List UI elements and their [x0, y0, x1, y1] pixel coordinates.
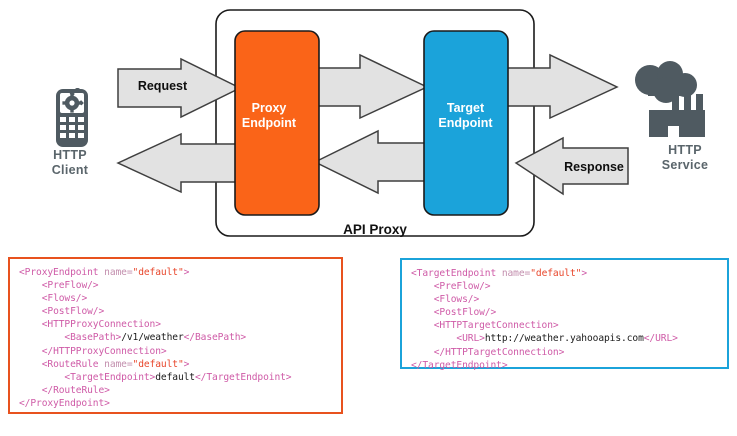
code-token-tag: </HTTPProxyConnection> [41, 345, 167, 357]
code-line: <ProxyEndpoint name="default"> [19, 266, 333, 279]
http-service-label: HTTP Service [640, 143, 730, 173]
code-token-tag: <Flows/> [433, 294, 480, 306]
mobile-phone-gear-icon [56, 88, 88, 147]
code-line: <HTTPProxyConnection> [19, 318, 333, 331]
code-token-tag: <HTTPProxyConnection> [41, 319, 161, 331]
code-line: </TargetEndpoint> [411, 359, 719, 372]
code-line: <TargetEndpoint>default</TargetEndpoint> [19, 371, 333, 384]
code-line: <RouteRule name="default"> [19, 358, 333, 371]
code-line: <PreFlow/> [411, 280, 719, 293]
code-token-tag: <PreFlow/> [433, 281, 491, 293]
code-token-tag: <PostFlow/> [41, 306, 105, 318]
code-token-val: "default" [132, 267, 184, 278]
proxy-endpoint-box[interactable] [234, 30, 320, 216]
code-line: <Flows/> [19, 292, 333, 305]
code-token-tag: > [183, 358, 190, 370]
code-token-tag: </TargetEndpoint> [194, 371, 292, 383]
code-token-attr: name= [104, 358, 133, 370]
code-line: <PreFlow/> [19, 279, 333, 292]
service-request-arrow [504, 53, 619, 120]
code-token-tag: </BasePath> [183, 332, 247, 344]
code-token-tag: <TargetEndpoint [411, 268, 502, 279]
code-token-tag: </HTTPTargetConnection> [433, 346, 565, 358]
code-token-tag: <HTTPTargetConnection> [433, 320, 559, 332]
code-line: <HTTPTargetConnection> [411, 319, 719, 332]
cloud-factory-icon [635, 61, 705, 137]
response-arrow-label: Response [564, 160, 624, 174]
http-client-label-line2: Client [51, 163, 89, 177]
code-token-attr: name= [501, 268, 531, 279]
code-token-txt: http://weather.yahooapis.com [484, 333, 644, 345]
code-token-attr: name= [104, 267, 133, 278]
proxy-endpoint-code-block: <ProxyEndpoint name="default"> <PreFlow/… [8, 257, 343, 414]
code-token-tag: </URL> [643, 333, 678, 345]
code-token-tag: <TargetEndpoint> [64, 371, 156, 383]
code-token-tag: </ProxyEndpoint> [19, 397, 110, 409]
code-line: </ProxyEndpoint> [19, 397, 333, 410]
code-token-tag: <URL> [456, 333, 485, 345]
code-line: </RouteRule> [19, 384, 333, 397]
code-line: <TargetEndpoint name="default"> [411, 267, 719, 280]
target-endpoint-caption: Target Endpoint [427, 101, 504, 131]
code-token-txt: /v1/weather [121, 332, 184, 344]
code-line: <Flows/> [411, 293, 719, 306]
request-arrow-label: Request [137, 79, 188, 93]
code-token-tag: </TargetEndpoint> [411, 359, 508, 371]
code-token-tag: <PreFlow/> [41, 280, 99, 292]
code-line: </HTTPProxyConnection> [19, 345, 333, 358]
code-token-val: "default" [530, 268, 582, 279]
api-proxy-label: API Proxy [343, 222, 407, 237]
response-arrow [514, 136, 629, 196]
code-token-tag: <Flows/> [41, 293, 88, 305]
cloud-shape [635, 61, 697, 103]
factory-shape [649, 90, 705, 137]
code-token-tag: <ProxyEndpoint [19, 267, 105, 278]
target-endpoint-code-block: <TargetEndpoint name="default"> <PreFlow… [400, 258, 729, 372]
code-token-tag: > [581, 268, 587, 279]
proxy-endpoint-caption: Proxy Endpoint [233, 101, 305, 131]
code-token-txt: default [155, 371, 195, 383]
code-line: <PostFlow/> [411, 306, 719, 319]
proxy-endpoint-caption-line1: Proxy [251, 101, 287, 115]
code-token-val: "default" [132, 358, 184, 370]
target-endpoint-caption-line1: Target [446, 101, 485, 115]
proxy-endpoint-caption-line2: Endpoint [241, 116, 297, 130]
target-endpoint-box[interactable] [423, 30, 509, 216]
code-token-tag: </RouteRule> [41, 384, 110, 396]
code-token-tag: <BasePath> [64, 332, 122, 344]
target-endpoint-caption-line2: Endpoint [438, 116, 493, 130]
code-token-tag: > [183, 267, 190, 278]
http-client-label: HTTP Client [30, 148, 110, 178]
code-token-tag: <PostFlow/> [433, 307, 497, 319]
code-token-tag: <RouteRule [41, 358, 105, 370]
http-service-label-line1: HTTP [668, 143, 702, 157]
request-arrow [117, 57, 242, 119]
code-line: <PostFlow/> [19, 305, 333, 318]
http-service-label-line2: Service [661, 158, 709, 172]
code-line: <BasePath>/v1/weather</BasePath> [19, 331, 333, 344]
proxy-to-target-arrow [314, 53, 429, 120]
code-line: <URL>http://weather.yahooapis.com</URL> [411, 332, 719, 345]
http-client-label-line1: HTTP [53, 148, 87, 162]
code-line: </HTTPTargetConnection> [411, 346, 719, 359]
